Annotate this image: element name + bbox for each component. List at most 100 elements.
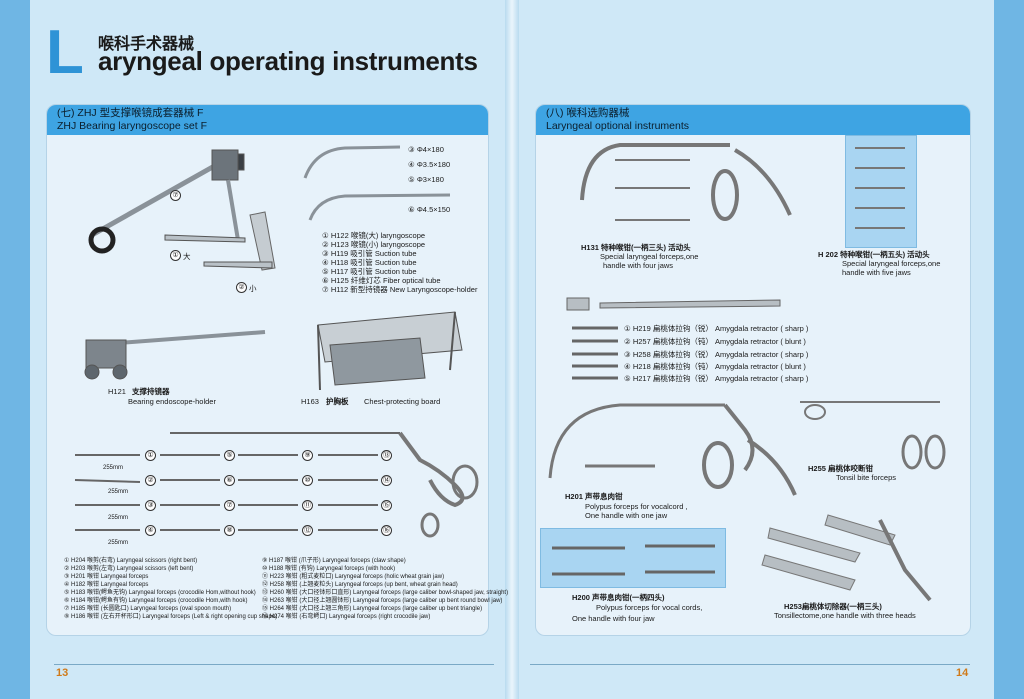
legend-row: ② H123 喉镜(小) laryngoscope xyxy=(322,240,425,249)
tube-size-3-text: Φ4×180 xyxy=(416,145,444,154)
retractor-code: H258 xyxy=(632,350,651,359)
forceps-callout: ⑮ xyxy=(381,500,392,511)
retractor-code: H217 xyxy=(632,374,651,383)
forceps-list-item: ⑫ H258 喉钳 (上翘麦粒头) Laryngeal forceps (up … xyxy=(262,582,458,588)
callout-2-small: ② xyxy=(236,282,247,293)
forceps-list-item: ④ H182 喉钳 Laryngeal forceps xyxy=(64,582,149,588)
h200-forceps-illustration xyxy=(552,514,932,602)
right-panel-title: (八) 喉科选购器械 Laryngeal optional instrument… xyxy=(536,105,970,135)
page-gutter xyxy=(505,0,519,699)
legend-num: ③ xyxy=(322,249,329,258)
legend-cn: 喉镜(小) xyxy=(350,240,379,249)
endoscope-holder-illustration xyxy=(84,330,266,380)
legend-num: ② xyxy=(322,240,329,249)
legend-en: Fiber optical tube xyxy=(382,276,441,285)
retractor-cn: 扁桃体拉钩（锐） xyxy=(652,374,713,383)
board-caption-en: Chest-protecting board xyxy=(364,397,441,406)
h202-caption-2: Special laryngeal forceps,one xyxy=(842,259,941,268)
laryngeal-forceps-grid-illustration xyxy=(74,431,479,538)
retractor-num: ④ xyxy=(624,362,631,371)
legend-num: ⑦ xyxy=(322,285,329,294)
retractor-en: Amygdala retractor ( sharp ) xyxy=(714,324,809,333)
forceps-length-4: 255mm xyxy=(108,540,129,546)
legend-row: ③ H119 吸引管 Suction tube xyxy=(322,249,417,258)
footer-rule-right xyxy=(530,664,970,665)
retractor-code: H257 xyxy=(632,337,651,346)
holder-caption-code: H121 xyxy=(108,387,126,396)
forceps-callout: ⑪ xyxy=(302,500,313,511)
forceps-list-item: ⑥ H184 喉钳(鳄鱼有钩) Laryngeal forceps (croco… xyxy=(64,598,248,604)
legend-num: ④ xyxy=(322,258,329,267)
retractor-cn: 扁桃体拉钩（锐） xyxy=(652,350,713,359)
forceps-callout: ⑧ xyxy=(224,525,235,536)
h201-caption-3: One handle with one jaw xyxy=(585,511,668,520)
tube-size-3: ③ Φ4×180 xyxy=(408,145,444,154)
forceps-callout: ⑨ xyxy=(302,450,313,461)
amygdala-retractors-illustration xyxy=(566,297,781,380)
tube-size-4-text: Φ3.5×180 xyxy=(416,160,451,169)
legend-en: Suction tube xyxy=(374,258,417,267)
legend-code: H117 xyxy=(330,267,349,276)
left-panel-title-en: ZHJ Bearing laryngoscope set F xyxy=(57,120,207,132)
legend-code: H112 xyxy=(330,285,349,294)
forceps-list-item: ⑪ H223 喉钳 (粗式麦粒口) Laryngeal forceps (hol… xyxy=(262,574,445,580)
forceps-list-item: ⑯ H274 喉钳 (右弯鳄口) Laryngeal forceps (righ… xyxy=(262,614,431,620)
retractor-num: ③ xyxy=(624,350,631,359)
legend-cn: 吸引管 xyxy=(350,258,373,267)
legend-en: laryngoscope xyxy=(380,231,426,240)
legend-code: H119 xyxy=(330,249,349,258)
h202-caption-1: H 202 特种喉钳(一柄五头) 活动头 xyxy=(818,250,930,259)
polypus-tonsil-forceps-illustration xyxy=(548,401,946,496)
forceps-length-1: 255mm xyxy=(103,465,124,471)
legend-code: H118 xyxy=(330,258,349,267)
h200-caption-2: Polypus forceps for vocal cords, xyxy=(596,603,703,612)
tube-size-6: ⑥ Φ4.5×150 xyxy=(408,205,450,214)
legend-cn: 新型持镜器 xyxy=(350,285,388,294)
retractor-row: ⑤ H217 扁桃体拉钩（锐） Amygdala retractor ( sha… xyxy=(624,374,808,383)
legend-row: ① H122 喉镜(大) laryngoscope xyxy=(322,231,425,240)
forceps-callout: ⑤ xyxy=(224,450,235,461)
h131-caption-3: handle with four jaws xyxy=(603,261,674,270)
h253-caption-1: H253扁桃体切除器(一柄三头) xyxy=(784,602,882,611)
h200-caption-1: H200 声带息肉钳(一柄四头) xyxy=(572,593,665,602)
page-number-right: 14 xyxy=(956,667,969,679)
legend-row: ⑦ H112 新型持镜器 New Laryngoscope-holder xyxy=(322,285,477,294)
forceps-list-item: ⑮ H264 喉钳 (大口径上翘三角形) Laryngeal forceps (… xyxy=(262,606,483,612)
retractor-en: Amygdala retractor ( blunt ) xyxy=(714,362,806,371)
forceps-length-2: 255mm xyxy=(108,489,129,495)
tube-size-3-num: ③ xyxy=(408,145,415,154)
forceps-list-item: ⑩ H188 喉钳 (有钩) Laryngeal forceps (with h… xyxy=(262,566,396,572)
legend-code: H123 xyxy=(330,240,349,249)
h253-caption-2: Tonsillectome,one handle with three head… xyxy=(774,611,916,620)
forceps-callout: ④ xyxy=(145,525,156,536)
legend-en: Suction tube xyxy=(374,267,417,276)
forceps-list-item: ⑭ H263 喉钳 (大口径上翘圆钵形) Laryngeal forceps (… xyxy=(262,598,503,604)
forceps-callout: ② xyxy=(145,475,156,486)
special-forceps-illustration xyxy=(580,143,905,229)
forceps-callout: ⑦ xyxy=(224,500,235,511)
right-page-edge xyxy=(994,0,1024,699)
legend-en: laryngoscope xyxy=(380,240,426,249)
legend-num: ⑥ xyxy=(322,276,329,285)
laryngoscope-holder-illustration xyxy=(88,145,451,271)
legend-num: ① xyxy=(322,231,329,240)
retractor-code: H219 xyxy=(632,324,651,333)
forceps-callout: ⑥ xyxy=(224,475,235,486)
forceps-list-item: ⑨ H187 喉钳 (爪子形) Laryngeal forceps (claw … xyxy=(262,558,406,564)
holder-caption-en: Bearing endoscope-holder xyxy=(128,397,216,406)
retractor-num: ⑤ xyxy=(624,374,631,383)
legend-en: Suction tube xyxy=(374,249,417,258)
tube-size-5-text: Φ3×180 xyxy=(416,175,444,184)
h201-caption-2: Polypus forceps for vocalcord , xyxy=(585,502,688,511)
header-title-cn: 喉科手术器械 xyxy=(98,36,195,53)
left-panel-title: (七) ZHJ 型支撑喉镜成套器械 F ZHJ Bearing laryngos… xyxy=(47,105,488,135)
legend-row: ⑤ H117 吸引管 Suction tube xyxy=(322,267,417,276)
legend-en: New Laryngoscope-holder xyxy=(389,285,478,294)
legend-num: ⑤ xyxy=(322,267,329,276)
h131-caption-2: Special laryngeal forceps,one xyxy=(600,252,699,261)
tube-size-4: ④ Φ3.5×180 xyxy=(408,160,450,169)
legend-cn: 喉镜(大) xyxy=(350,231,379,240)
retractor-row: ③ H258 扁桃体拉钩（锐） Amygdala retractor ( sha… xyxy=(624,350,808,359)
retractor-en: Amygdala retractor ( sharp ) xyxy=(714,350,809,359)
forceps-list-item: ⑧ H186 喉钳 (左右开杯形口) Laryngeal forceps (Le… xyxy=(64,614,278,620)
